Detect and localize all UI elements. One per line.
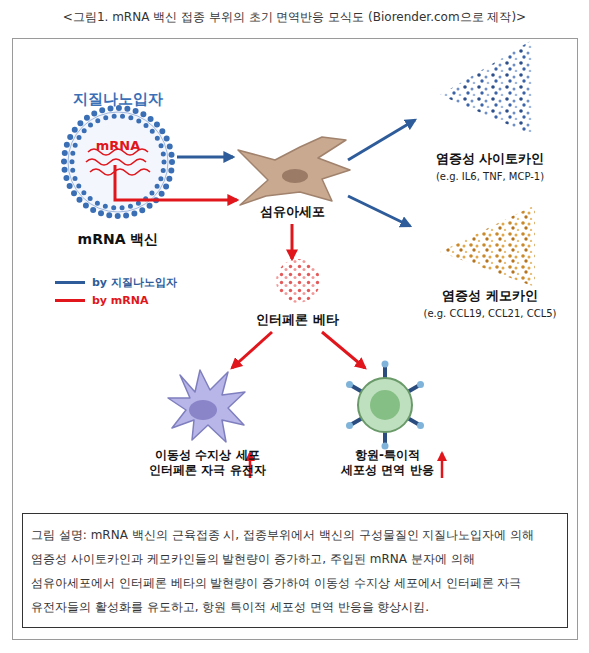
node-label: 이동성 수지상 세포 인터페론 자극 유전자 [145,448,270,478]
connector-arrow [348,120,415,160]
node-sublabel: (e.g. CCL19, CCL21, CCL5) [405,307,575,320]
connector-arrow [348,196,410,226]
node-sublabel: mRNA [88,138,148,153]
connector-arrow [291,224,294,259]
legend: by 지질나노입자 by mRNA [55,273,177,309]
figure-title: <그림1. mRNA 백신 접종 부위의 초기 면역반응 모식도 (Bioren… [0,9,589,26]
interferon-dots [276,259,320,303]
cytokine-dots [440,40,532,135]
legend-swatch [55,281,85,284]
fibroblast-node: 섬유아세포 [235,138,350,222]
node-sublabel: mRNA 백신 [63,231,173,248]
t-cell [346,361,424,450]
connector-arrow [322,332,365,368]
cytokine-node: 염증성 사이토카인 (e.g. IL6, TNF, MCP-1) [415,38,565,188]
dendritic-cell [168,370,245,442]
connector-arrow [177,156,233,159]
legend-text: by mRNA [92,294,149,307]
legend-text: by 지질나노입자 [92,275,177,290]
node-label: 지질나노입자 [63,90,173,108]
legend-swatch [55,299,85,302]
node-label: 섬유아세포 [235,204,350,220]
node-label: 인터페론 베타 [250,312,345,328]
chemokine-dots [440,205,535,287]
node-label: 염증성 사이토카인 [415,151,565,167]
vaccine-particle: 지질나노입자 mRNA mRNA 백신 [63,88,173,250]
legend-row: by mRNA [55,291,177,309]
node-label: 항원-특이적 세포성 면역 반응 [338,448,437,478]
dendritic-cell-node: 이동성 수지상 세포 인터페론 자극 유전자 [140,368,275,480]
figure-caption: 그림 설명: mRNA 백신의 근육접종 시, 접종부위에서 백신의 구성물질인… [31,523,559,619]
chemokine-node: 염증성 케모카인 (e.g. CCL19, CCL21, CCL5) [405,198,575,323]
connector-arrow [115,165,237,200]
node-label: 염증성 케모카인 [405,288,575,304]
t-cell-node: 항원-특이적 세포성 면역 반응 [320,368,455,480]
caption-box: 그림 설명: mRNA 백신의 근육접종 시, 접종부위에서 백신의 구성물질인… [22,513,568,628]
interferon-node: 인터페론 베타 [250,257,345,330]
connector-arrow [232,332,272,368]
fibroblast-cell [238,137,350,205]
increase-arrow [441,453,444,478]
lipid-nanoparticle [64,108,172,216]
legend-row: by 지질나노입자 [55,273,177,291]
node-sublabel: (e.g. IL6, TNF, MCP-1) [415,170,565,183]
